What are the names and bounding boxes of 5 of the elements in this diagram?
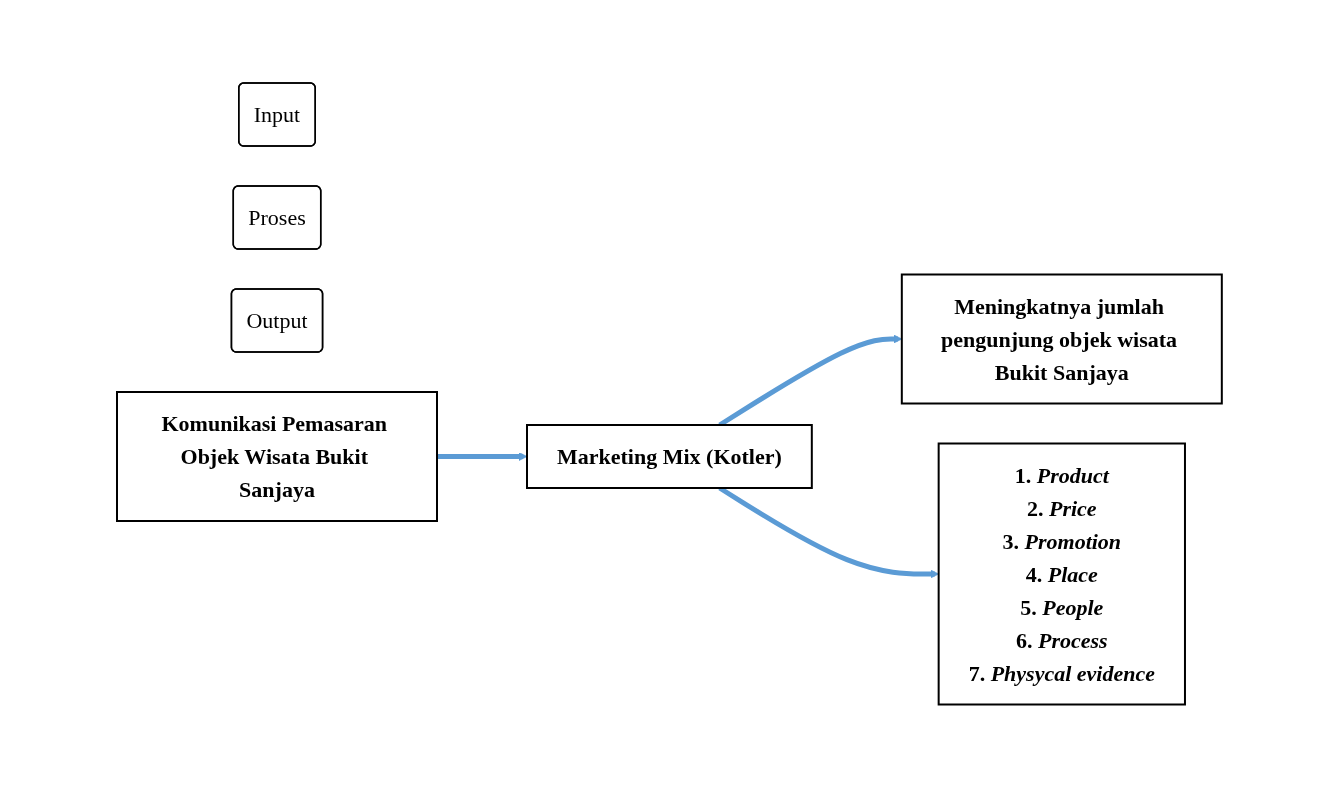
node-box: Komunikasi Pemasaran Objek Wisata Bukit Sanjaya bbox=[116, 390, 439, 522]
node-box: Meningkatnya jumlah pengunjung objek wisata Bukit Sanjaya bbox=[900, 273, 1223, 405]
node-box: 1. Product 2. Price 3. Promotion 4. Place 5. People 6. Process 7. Physycal evidence bbox=[937, 442, 1187, 706]
node-box: Marketing Mix (Kotler) bbox=[526, 423, 813, 489]
arrow bbox=[437, 451, 528, 461]
